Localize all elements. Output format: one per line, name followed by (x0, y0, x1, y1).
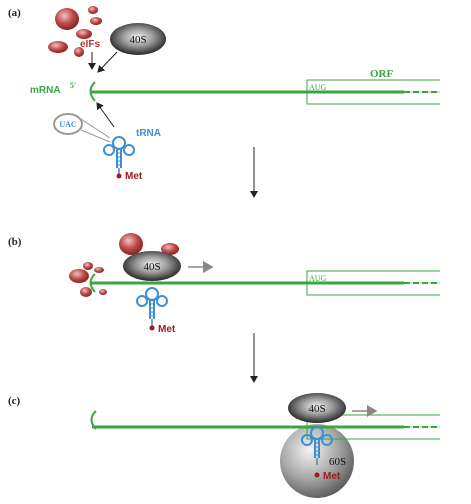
met-dot (314, 472, 320, 478)
eif-blob (80, 287, 92, 297)
eif-blob (76, 29, 92, 39)
eif-blob (161, 243, 179, 255)
trna-molecule (301, 426, 333, 465)
eif-blob (55, 8, 79, 30)
eif-blob (119, 233, 143, 255)
mrna-label: mRNA (30, 85, 61, 96)
panel-c: (c) 40S 60S Met (8, 393, 440, 498)
ribosome-arrow (97, 51, 118, 73)
eif-blob (83, 262, 93, 270)
aug-codon-label: AUG (309, 274, 327, 283)
mrna-cap (89, 273, 96, 293)
panel-b-label: (b) (8, 236, 22, 248)
aug-codon-label: AUG (309, 83, 327, 92)
met-dot (116, 173, 122, 179)
eif-blob (48, 41, 68, 53)
met-dot (149, 325, 155, 331)
callout-line (80, 118, 111, 139)
trna-molecule (136, 287, 168, 326)
met-label: Met (323, 471, 341, 482)
mrna-cap (89, 81, 96, 102)
ribosome-40s (288, 393, 346, 423)
panel-a: (a) eIFs 40S mRNA 5′ AUG ORF UAC (8, 6, 440, 198)
eif-blob (74, 47, 84, 57)
panel-a-label: (a) (8, 7, 21, 19)
ribosome-40s-label: 40S (129, 34, 146, 46)
orf-label: ORF (370, 68, 394, 80)
ribosome-40s-label: 40S (143, 261, 160, 273)
callout-line (80, 129, 111, 143)
anticodon-label: UAC (59, 120, 77, 129)
trna-label: tRNA (136, 128, 161, 139)
ribosome-40s-label: 40S (308, 403, 325, 415)
eif-blob (69, 269, 89, 283)
ribosome-60s-label: 60S (329, 456, 346, 468)
eif-cluster (48, 6, 102, 57)
eif-blob (90, 17, 102, 25)
ribosome-40s (110, 23, 166, 55)
anticodon-callout (53, 113, 83, 135)
eifs-label: eIFs (80, 39, 100, 50)
eif-blob (99, 289, 107, 295)
met-label: Met (158, 324, 176, 335)
eif-blob (88, 6, 98, 14)
panel-c-label: (c) (8, 395, 21, 407)
five-prime-label: 5′ (70, 81, 76, 90)
met-label: Met (125, 171, 143, 182)
panel-b: (b) 40S AUG (8, 233, 440, 383)
trna-arrow (96, 102, 115, 128)
eif-blob (94, 267, 104, 273)
trna-molecule (103, 136, 135, 175)
ribosome-40s (123, 251, 181, 281)
